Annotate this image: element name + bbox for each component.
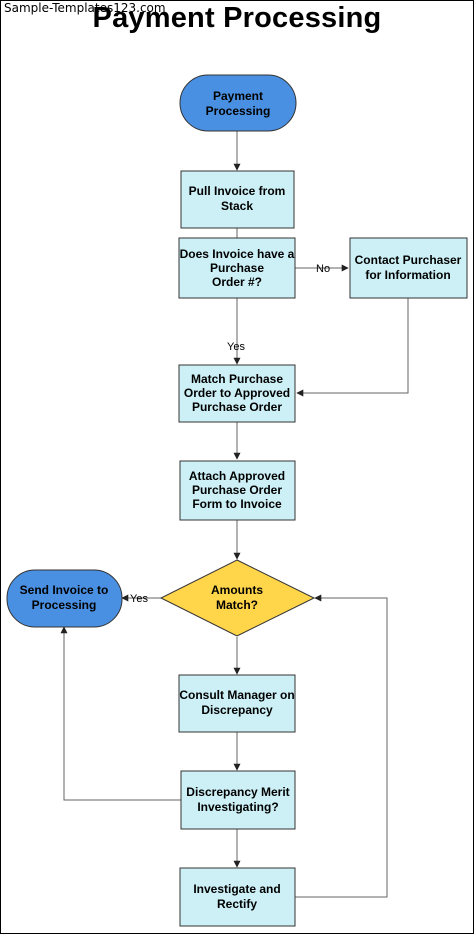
node-match: Match Purchase Order to Approved Purchas…: [178, 364, 296, 423]
node-amounts: Amounts Match?: [159, 559, 316, 637]
node-attach-line-0: Attach Approved: [189, 469, 285, 483]
node-does: Does Invoice have a Purchase Order #?: [178, 237, 296, 299]
node-start-line-1: Processing: [206, 104, 271, 118]
node-consult-line-1: Discrepancy: [201, 703, 273, 717]
edge-rectify-amounts: [295, 594, 388, 898]
node-pull-line-0: Pull Invoice from: [189, 184, 286, 198]
node-merit: Discrepancy Merit Investigating?: [180, 770, 296, 830]
node-match-line-2: Purchase Order: [192, 400, 282, 414]
edge-contact-match: [296, 298, 409, 397]
node-pull: Pull Invoice from Stack: [180, 170, 295, 229]
node-merit-line-0: Discrepancy Merit: [186, 785, 289, 799]
node-does-line-2: Order #?: [212, 275, 262, 289]
node-does-line-1: Purchase: [210, 261, 264, 275]
node-does-line-0: Does Invoice have a: [180, 247, 295, 261]
watermark: Sample-Templates123.com: [4, 1, 166, 15]
node-contact: Contact Purchaser for Information: [349, 237, 468, 299]
edge-label-yes-send: Yes: [130, 593, 148, 605]
node-match-line-1: Order to Approved: [184, 386, 290, 400]
connectors: [60, 131, 409, 898]
node-attach-line-2: Form to Invoice: [192, 497, 282, 511]
node-match-line-0: Match Purchase: [191, 372, 283, 386]
edge-label-no: No: [316, 263, 330, 275]
node-attach-line-1: Purchase Order: [192, 483, 282, 497]
node-start: Payment Processing: [179, 74, 297, 132]
node-consult-line-0: Consult Manager on: [179, 688, 294, 702]
node-attach: Attach Approved Purchase Order Form to I…: [179, 460, 296, 521]
node-amounts-line-1: Match?: [216, 598, 258, 612]
node-rectify-line-0: Investigate and: [193, 882, 280, 896]
edge-label-yes-match: Yes: [227, 341, 245, 353]
node-consult: Consult Manager on Discrepancy: [178, 674, 296, 733]
node-pull-line-1: Stack: [221, 199, 253, 213]
edge-merit-send: [60, 626, 181, 801]
node-send: Send Invoice to Processing: [6, 569, 123, 628]
node-amounts-line-0: Amounts: [211, 583, 263, 597]
node-contact-line-0: Contact Purchaser: [355, 253, 462, 267]
node-rectify: Investigate and Rectify: [179, 867, 296, 927]
page-title: Payment Processing: [92, 2, 382, 34]
node-send-line-1: Processing: [32, 598, 97, 612]
node-merit-line-1: Investigating?: [197, 800, 278, 814]
node-contact-line-1: for Information: [365, 268, 450, 282]
node-rectify-line-1: Rectify: [217, 897, 257, 911]
node-send-line-0: Send Invoice to: [20, 583, 109, 597]
node-start-line-0: Payment: [213, 89, 263, 103]
